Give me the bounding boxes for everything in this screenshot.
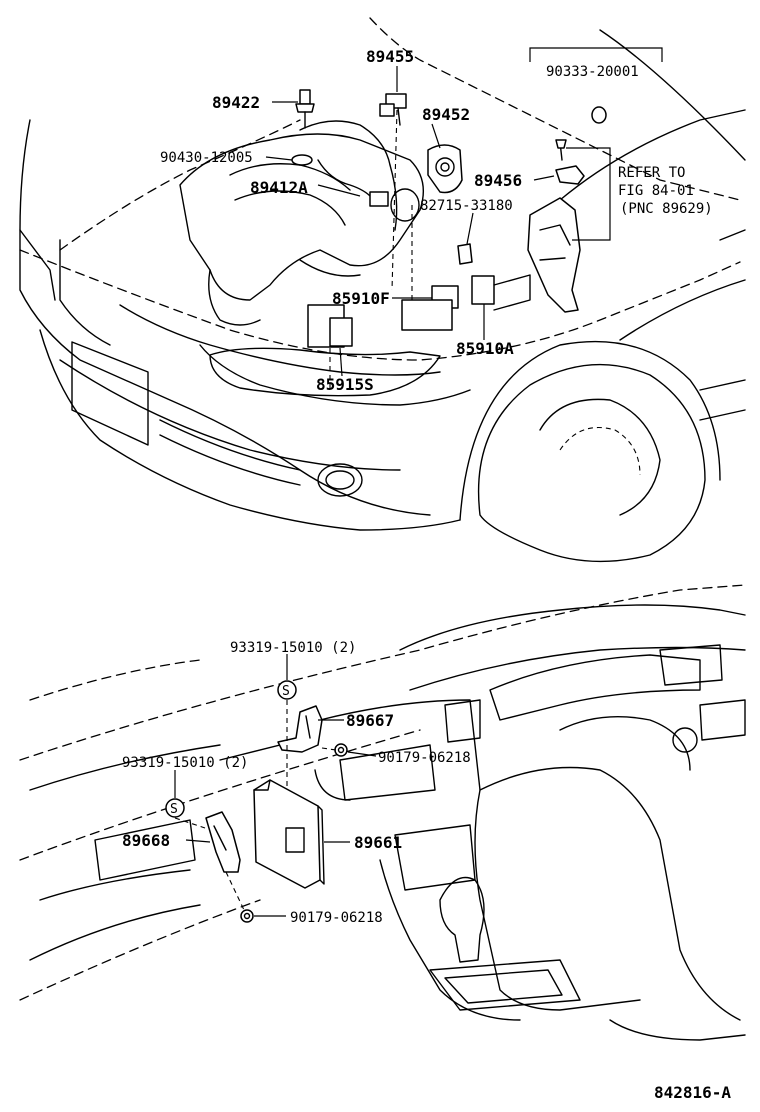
- part-89661-ecu: [253, 779, 325, 889]
- part-89412A-wire: [317, 159, 389, 207]
- refer-note-line1: REFER TO: [618, 165, 685, 181]
- part-82715-33180-clip: [457, 243, 473, 265]
- label-89661: 89661: [354, 833, 402, 852]
- part-85910F-relay: [401, 285, 459, 331]
- label-90179-06218-top: 90179-06218: [378, 750, 471, 766]
- part-90333-20001-ring: [591, 106, 607, 124]
- part-89422-sensor: [295, 89, 315, 129]
- screw-93319-15010-top: S: [277, 680, 297, 700]
- label-85910F: 85910F: [332, 289, 390, 308]
- part-89667-bracket: [277, 705, 323, 753]
- label-93319-15010-left: 93319-15010 (2): [122, 755, 248, 771]
- refer-bracket: [527, 197, 581, 313]
- dashboard-outline: [19, 584, 746, 1041]
- nut-90179-06218-top: [334, 743, 348, 757]
- label-90430-12005: 90430-12005: [160, 150, 253, 166]
- label-85910A: 85910A: [456, 339, 514, 358]
- screw-93319-15010-left: S: [165, 798, 185, 818]
- label-85915S: 85915S: [316, 375, 374, 394]
- label-93319-15010-top: 93319-15010 (2): [230, 640, 356, 656]
- label-82715-33180: 82715-33180: [420, 198, 513, 214]
- car-body-outline: [19, 17, 746, 563]
- part-89456-sensor: [555, 139, 585, 185]
- refer-note: REFER TO FIG 84-01 (PNC 89629): [618, 165, 713, 217]
- part-89452-sensor: [427, 144, 463, 194]
- figure-code: 842816-A: [654, 1083, 731, 1102]
- label-89455: 89455: [366, 47, 414, 66]
- screw-mark-top: S: [282, 684, 290, 699]
- engine-block: [179, 120, 424, 326]
- label-89412A: 89412A: [250, 178, 308, 197]
- part-89668-bracket: [205, 811, 241, 873]
- label-89668: 89668: [122, 831, 170, 850]
- label-90179-06218-bottom: 90179-06218: [290, 910, 383, 926]
- refer-note-line3: (PNC 89629): [620, 201, 713, 217]
- label-90333-20001: 90333-20001: [546, 64, 639, 80]
- part-90430-12005-gasket: [291, 154, 313, 166]
- engine-leader-lines: [265, 47, 663, 390]
- cabin-leader-lines: [174, 654, 377, 917]
- label-89452: 89452: [422, 105, 470, 124]
- label-89456: 89456: [474, 171, 522, 190]
- label-89422: 89422: [212, 93, 260, 112]
- screw-mark-left: S: [170, 802, 178, 817]
- nut-90179-06218-bottom: [240, 909, 254, 923]
- refer-note-line2: FIG 84-01: [618, 183, 694, 199]
- part-89455-sensor: [379, 93, 407, 126]
- label-89667: 89667: [346, 711, 394, 730]
- part-85915S-relay: [307, 304, 353, 348]
- part-85910A-relay: [471, 274, 531, 311]
